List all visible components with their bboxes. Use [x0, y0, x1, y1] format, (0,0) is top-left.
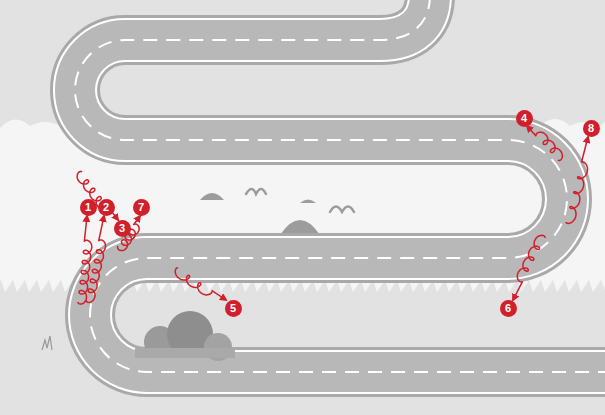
spiral-arrow — [86, 216, 106, 302]
spiral-arrow — [77, 171, 118, 220]
spiral-arrow — [175, 268, 226, 300]
rocks — [135, 311, 235, 361]
motion-spirals — [77, 126, 588, 304]
spiral-arrow — [513, 235, 545, 300]
birds — [246, 189, 388, 238]
spiral-arrow — [78, 216, 92, 304]
callout-number: 5 — [225, 300, 242, 317]
spiral-arrow — [566, 137, 588, 223]
callout-number: 2 — [98, 199, 115, 216]
spiral-arrow — [527, 126, 562, 161]
callout-number: 6 — [500, 300, 517, 317]
road — [75, 0, 605, 372]
callout-number: 7 — [133, 199, 150, 216]
callout-number: 3 — [114, 220, 131, 237]
grass-tuft — [42, 336, 52, 350]
callout-number: 4 — [516, 110, 533, 127]
callout-number: 1 — [80, 199, 97, 216]
callout-number: 8 — [583, 120, 600, 137]
